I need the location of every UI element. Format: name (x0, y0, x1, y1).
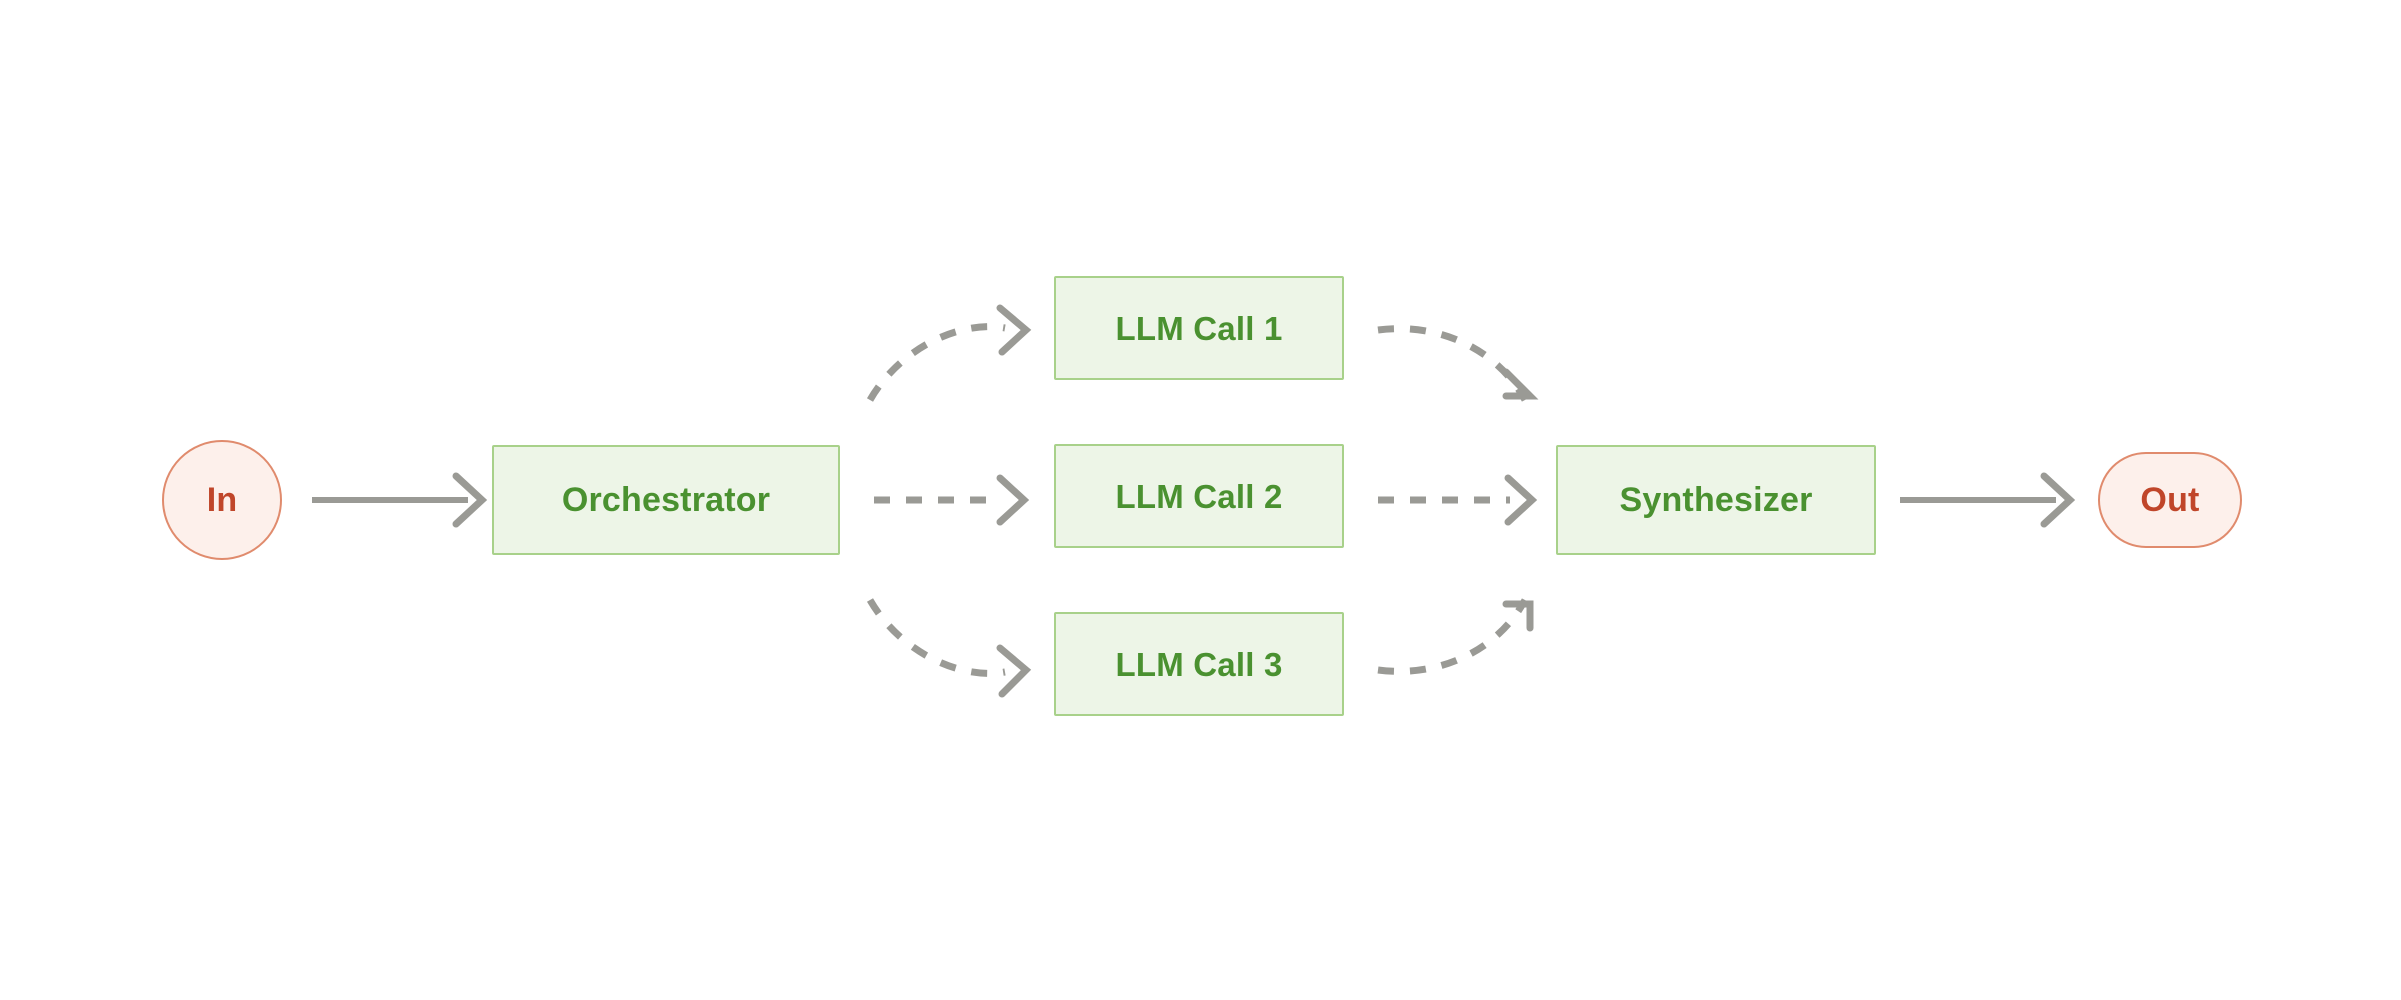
node-in[interactable]: In (162, 440, 282, 560)
edge-llm-2-to-synthesizer (1378, 474, 1538, 526)
node-llm-call-2-label: LLM Call 2 (1115, 477, 1283, 515)
node-in-label: In (206, 481, 238, 519)
node-out[interactable]: Out (2098, 452, 2242, 548)
node-synthesizer-label: Synthesizer (1619, 481, 1813, 519)
edge-synthesizer-to-out (1900, 472, 2076, 528)
edge-orchestrator-to-llm-1 (866, 304, 1032, 402)
node-llm-call-3[interactable]: LLM Call 3 (1054, 612, 1344, 716)
edge-llm-3-to-synthesizer (1377, 598, 1534, 675)
node-orchestrator[interactable]: Orchestrator (492, 445, 840, 555)
node-orchestrator-label: Orchestrator (561, 481, 771, 519)
node-llm-call-1[interactable]: LLM Call 1 (1054, 276, 1344, 380)
node-out-label: Out (2140, 481, 2200, 519)
edge-llm-1-to-synthesizer (1377, 325, 1539, 402)
node-llm-call-3-label: LLM Call 3 (1115, 645, 1283, 683)
edge-orchestrator-to-llm-2 (874, 474, 1030, 526)
edge-orchestrator-to-llm-3 (866, 598, 1032, 698)
node-llm-call-2[interactable]: LLM Call 2 (1054, 444, 1344, 548)
node-llm-call-1-label: LLM Call 1 (1115, 309, 1283, 347)
node-synthesizer[interactable]: Synthesizer (1556, 445, 1876, 555)
edge-in-to-orchestrator (312, 472, 488, 528)
